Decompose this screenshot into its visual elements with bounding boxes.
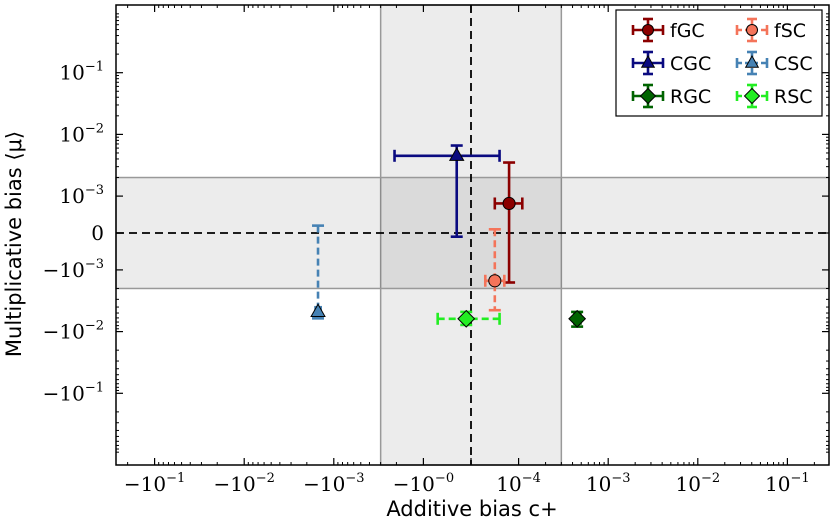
legend-marker-CGC — [640, 54, 656, 68]
x-axis-label: Additive bias c+ — [386, 497, 557, 521]
legend-marker-CSC — [744, 54, 760, 68]
legend-item-CSC: CSC — [735, 50, 813, 76]
legend-marker-fGC — [642, 24, 654, 36]
series-RSC — [436, 309, 501, 328]
point-RGC — [568, 309, 587, 328]
axes: −10−1 −10−2 −10−3 −10−0 10−4 10−3 10−2 10−1 10−1… — [43, 4, 830, 496]
legend-item-fGC: fGC — [631, 17, 705, 43]
legend: fGC fSC CGC CSC RGC RSC — [615, 9, 823, 117]
legend-item-RGC: RGC — [631, 83, 711, 109]
legend-label: fSC — [774, 20, 806, 42]
x-tick-label: 10−1 — [765, 471, 810, 496]
requirement-bands — [115, 4, 830, 466]
point-CSC — [310, 303, 326, 318]
series-CSC — [310, 224, 326, 320]
legend-item-CGC: CGC — [631, 50, 711, 76]
series-fSC — [483, 228, 506, 312]
point-CGC — [448, 147, 465, 161]
legend-label: RSC — [774, 86, 813, 108]
zero-reference-lines — [116, 5, 829, 465]
y-tick-label: 10−1 — [59, 60, 104, 85]
y-tick-label: 10−2 — [59, 121, 104, 146]
data-series — [310, 144, 587, 328]
legend-marker-fSC — [746, 24, 758, 36]
series-CGC — [393, 144, 501, 238]
y-tick-label: 10−3 — [59, 183, 104, 208]
legend-marker-RGC — [639, 87, 657, 105]
legend-label: fGC — [670, 20, 705, 42]
legend-label: CSC — [774, 53, 813, 75]
plot-frame — [115, 4, 830, 466]
legend-label: RGC — [670, 86, 711, 108]
x-tick-label: 10−2 — [675, 471, 720, 496]
x-tick-label: 10−4 — [496, 471, 541, 496]
y-tick-label: 0 — [91, 221, 104, 245]
x-tick-label: −10−1 — [124, 471, 185, 496]
legend-label: CGC — [670, 53, 711, 75]
legend-item-RSC: RSC — [735, 83, 813, 109]
y-tick-label: −10−2 — [43, 319, 104, 344]
point-RSC — [457, 309, 476, 328]
y-axis-label: Multiplicative bias ⟨μ⟩ — [2, 131, 26, 357]
legend-item-fSC: fSC — [735, 17, 806, 43]
y-tick-label: −10−1 — [43, 380, 104, 405]
series-fGC — [493, 161, 524, 284]
series-RGC — [568, 309, 587, 328]
x-tick-label: −10−3 — [303, 471, 364, 496]
x-tick-label: 10−3 — [586, 471, 631, 496]
x-tick-label: −10−0 — [393, 471, 454, 496]
y-tick-label: −10−3 — [43, 257, 104, 282]
point-fSC — [488, 274, 502, 288]
x-tick-label: −10−2 — [214, 471, 275, 496]
point-fGC — [502, 196, 516, 211]
legend-marker-RSC — [743, 87, 761, 105]
